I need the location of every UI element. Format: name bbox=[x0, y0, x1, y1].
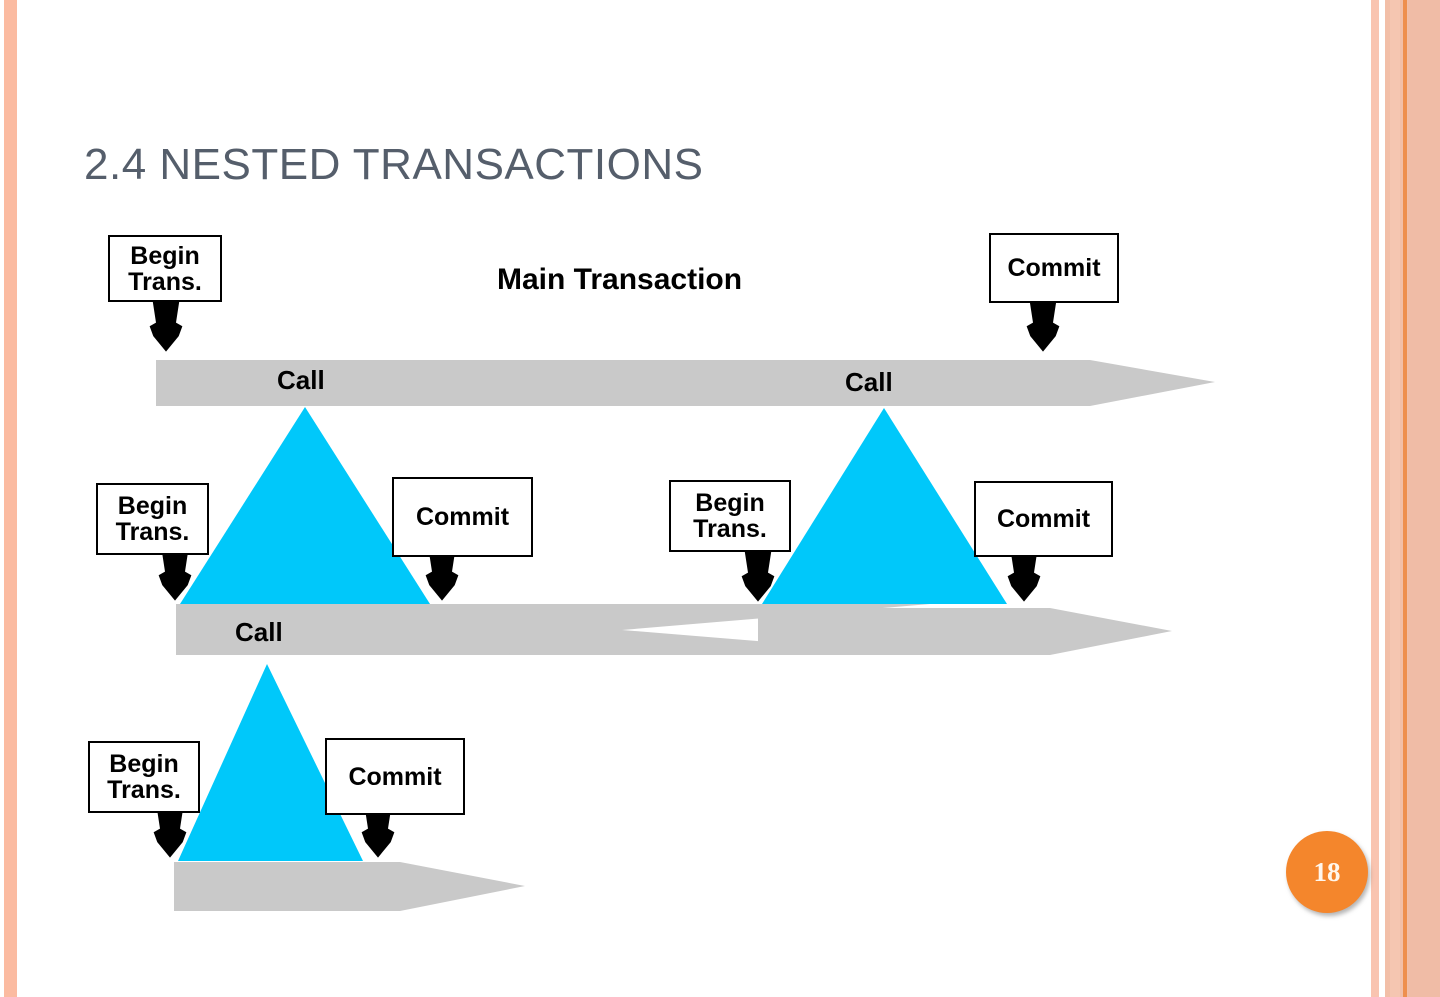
decorative-stripe-left bbox=[4, 0, 17, 997]
nested-triangle-level2 bbox=[178, 664, 363, 861]
begin-trans-box-level2[interactable]: Begin Trans. bbox=[88, 741, 200, 813]
begin-trans-box-left-level1-label: Begin Trans. bbox=[115, 492, 190, 546]
page-number-badge: 18 bbox=[1286, 831, 1368, 913]
commit-box-right-level1[interactable]: Commit bbox=[974, 481, 1113, 557]
commit-box-left-level1-label: Commit bbox=[415, 503, 510, 531]
main-transaction-bar bbox=[156, 360, 1215, 406]
page-number-text: 18 bbox=[1313, 856, 1341, 887]
commit-box-left-level1[interactable]: Commit bbox=[392, 477, 533, 557]
nested-bar-left-level1-body bbox=[176, 604, 622, 655]
commit-box-right-level1-label: Commit bbox=[996, 505, 1091, 533]
begin-trans-box-level2-label: Begin Trans. bbox=[107, 750, 181, 804]
nested-bar-right-level1 bbox=[758, 608, 1172, 655]
decorative-band-right-inner bbox=[1390, 0, 1400, 997]
call-label-main-right: Call bbox=[845, 367, 893, 397]
begin-trans-box-left-level1[interactable]: Begin Trans. bbox=[96, 483, 209, 555]
begin-trans-box-right-level1-label: Begin Trans. bbox=[693, 489, 767, 543]
begin-trans-box-main[interactable]: Begin Trans. bbox=[108, 235, 222, 302]
decorative-band-right-outer bbox=[1408, 0, 1440, 997]
nested-bar-level2 bbox=[174, 862, 525, 911]
arrow-left-begin bbox=[158, 548, 192, 601]
call-label-main-left: Call bbox=[277, 365, 325, 395]
main-transaction-label: Main Transaction bbox=[497, 263, 743, 296]
begin-trans-box-main-label: Begin Trans. bbox=[128, 241, 202, 296]
commit-box-level2[interactable]: Commit bbox=[325, 738, 465, 815]
nested-triangle-left-level1 bbox=[180, 407, 430, 604]
commit-box-main[interactable]: Commit bbox=[989, 233, 1119, 303]
arrow-main-commit bbox=[1026, 299, 1060, 352]
begin-trans-box-right-level1[interactable]: Begin Trans. bbox=[669, 480, 791, 552]
nested-triangle-right-level1 bbox=[762, 408, 1007, 604]
call-label-nested-left: Call bbox=[235, 617, 283, 647]
decorative-line-right-orange bbox=[1403, 0, 1407, 997]
page-title: 2.4 NESTED TRANSACTIONS bbox=[84, 140, 704, 189]
arrow-main-begin bbox=[149, 299, 183, 352]
commit-box-main-label: Commit bbox=[1007, 254, 1101, 282]
commit-box-level2-label: Commit bbox=[348, 762, 442, 791]
decorative-stripe-right-thin bbox=[1371, 0, 1379, 997]
